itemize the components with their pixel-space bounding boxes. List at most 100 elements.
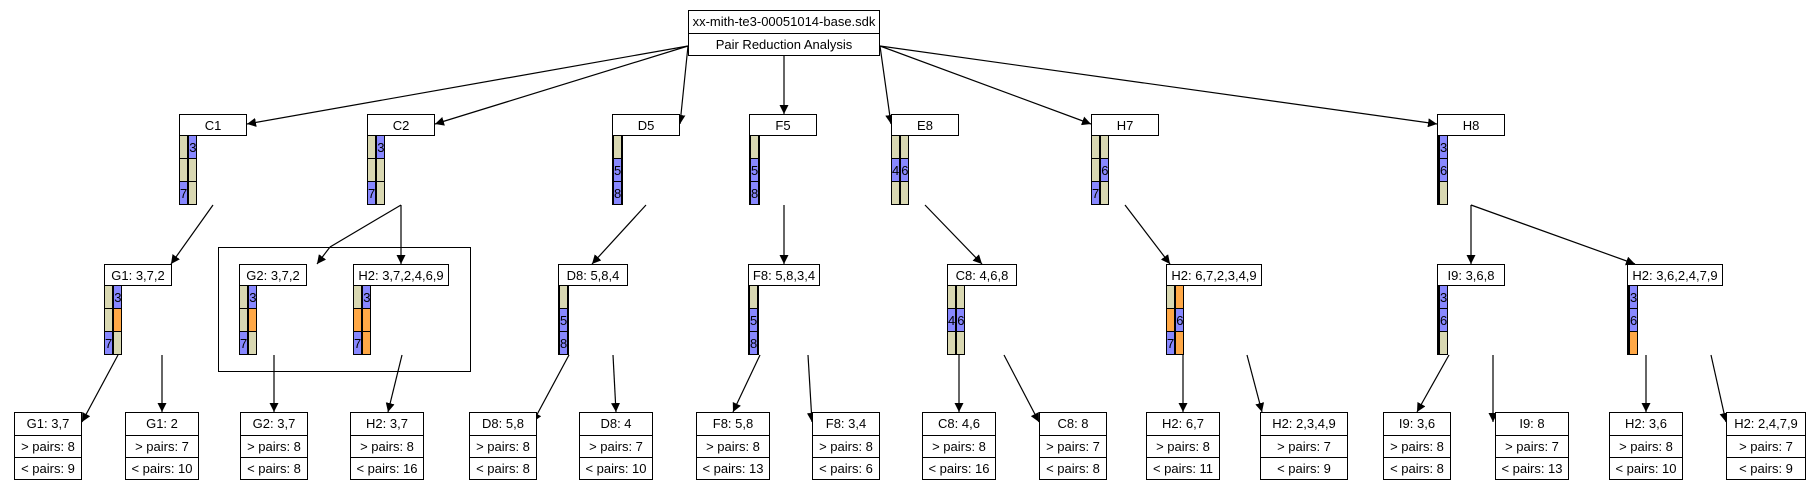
leaf-less-pairs: < pairs: 10 (1610, 457, 1682, 479)
leaf-less-pairs: < pairs: 16 (923, 457, 995, 479)
cell-empty (758, 158, 761, 182)
leaf-label: I9: 3,6 (1398, 416, 1436, 431)
cell-empty (900, 181, 910, 205)
leaf-less-pairs: < pairs: 10 (580, 457, 652, 479)
cell-empty (757, 308, 760, 332)
leaf-label: G1: 2 (146, 416, 178, 431)
node-label: H7 (1091, 114, 1159, 136)
cell-empty (758, 135, 761, 159)
cell-empty (749, 135, 760, 159)
cell-empty (567, 331, 570, 355)
cell-empty (1100, 181, 1110, 205)
leaf-less-pairs: < pairs: 13 (697, 457, 769, 479)
cell-candidate: 7 (366, 181, 377, 205)
leaf-label: G2: 3,7 (252, 416, 296, 431)
leaf-more-pairs: > pairs: 8 (1384, 435, 1450, 457)
cell-empty (621, 135, 624, 159)
leaf-less-pairs: < pairs: 16 (351, 457, 423, 479)
cell-empty (890, 181, 901, 205)
cell-candidate: 6 (1438, 308, 1449, 332)
leaf-label: F8: 3,4 (825, 416, 867, 431)
cell-candidate: 8 (748, 331, 759, 355)
cell-candidate: 7 (352, 331, 363, 355)
root-node: xx-mith-te3-00051014-base.sdk Pair Reduc… (688, 10, 880, 56)
cell-candidate: 4 (890, 158, 901, 182)
cell-candidate: 3 (376, 135, 386, 159)
cell-candidate: 6 (1438, 158, 1449, 182)
leaf-more-pairs: > pairs: 8 (15, 435, 81, 457)
cell-empty (188, 181, 198, 205)
cell-candidate: 7 (103, 331, 114, 355)
edge-d5-d8 (591, 204, 647, 265)
leaf-label: C8: 8 (1057, 416, 1089, 431)
cell-candidate: 7 (1165, 331, 1176, 355)
cluster-c2-group (218, 247, 471, 372)
cell-eliminated (352, 308, 363, 332)
edge-cluster-g2 (316, 246, 331, 265)
edge-h2c-l16 (1710, 354, 1729, 423)
cell-candidate: 3 (188, 135, 198, 159)
cell-candidate: 8 (749, 181, 760, 205)
cell-empty (956, 285, 966, 309)
cell-candidate: 3 (1628, 285, 1639, 309)
leaf-label: D8: 4 (600, 416, 632, 431)
leaf-more-pairs: > pairs: 8 (813, 435, 879, 457)
edge-f8-l8 (806, 354, 816, 423)
cell-empty (621, 158, 624, 182)
edge-c8-l10 (1003, 354, 1040, 423)
cell-empty (1090, 158, 1101, 182)
leaf-label: H2: 3,7 (366, 416, 408, 431)
leaf-node: I9: 8 > pairs: 7 < pairs: 13 (1495, 412, 1569, 480)
leaf-more-pairs: > pairs: 7 (1261, 435, 1347, 457)
leaf-more-pairs: > pairs: 8 (1610, 435, 1682, 457)
node-label: F5 (749, 114, 817, 136)
edge-root-e8 (879, 45, 895, 125)
leaf-label: H2: 6,7 (1162, 416, 1204, 431)
cell-empty (567, 308, 570, 332)
leaf-label: H2: 2,4,7,9 (1734, 416, 1798, 431)
cell-candidate: 3 (248, 285, 258, 309)
cell-empty (567, 285, 570, 309)
cell-empty (248, 331, 258, 355)
edge-c2-cluster-left (329, 204, 402, 248)
cell-candidate: 3 (362, 285, 372, 309)
leaf-less-pairs: < pairs: 8 (1040, 457, 1106, 479)
cell-candidate: 6 (956, 308, 966, 332)
cell-empty (558, 285, 569, 309)
leaf-label: H2: 3,6 (1625, 416, 1667, 431)
cell-empty (956, 331, 966, 355)
cell-candidate: 7 (178, 181, 189, 205)
edge-root-d5 (676, 45, 689, 125)
leaf-more-pairs: > pairs: 8 (470, 435, 536, 457)
cell-empty (1438, 331, 1449, 355)
cell-candidate: 3 (113, 285, 123, 309)
leaf-less-pairs: < pairs: 11 (1147, 457, 1219, 479)
node-label: G2: 3,7,2 (239, 264, 307, 286)
cell-empty (178, 135, 189, 159)
leaf-more-pairs: > pairs: 7 (580, 435, 652, 457)
cell-empty (238, 285, 249, 309)
node-label: F8: 5,8,3,4 (748, 264, 820, 286)
edge-c1-g1 (170, 204, 214, 265)
leaf-less-pairs: < pairs: 9 (1261, 457, 1347, 479)
cell-empty (758, 181, 761, 205)
cell-empty (366, 135, 377, 159)
edge-h2b-l12 (1246, 354, 1265, 413)
cell-candidate: 5 (558, 308, 569, 332)
leaf-node: C8: 8 > pairs: 7 < pairs: 8 (1039, 412, 1107, 480)
edge-h8-h2c (1470, 204, 1636, 266)
leaf-more-pairs: > pairs: 8 (1147, 435, 1219, 457)
root-title-label: Pair Reduction Analysis (689, 33, 879, 55)
cell-candidate: 6 (1175, 308, 1185, 332)
node-label: C2 (367, 114, 435, 136)
leaf-node: I9: 3,6 > pairs: 8 < pairs: 8 (1383, 412, 1451, 480)
cell-empty (946, 285, 957, 309)
